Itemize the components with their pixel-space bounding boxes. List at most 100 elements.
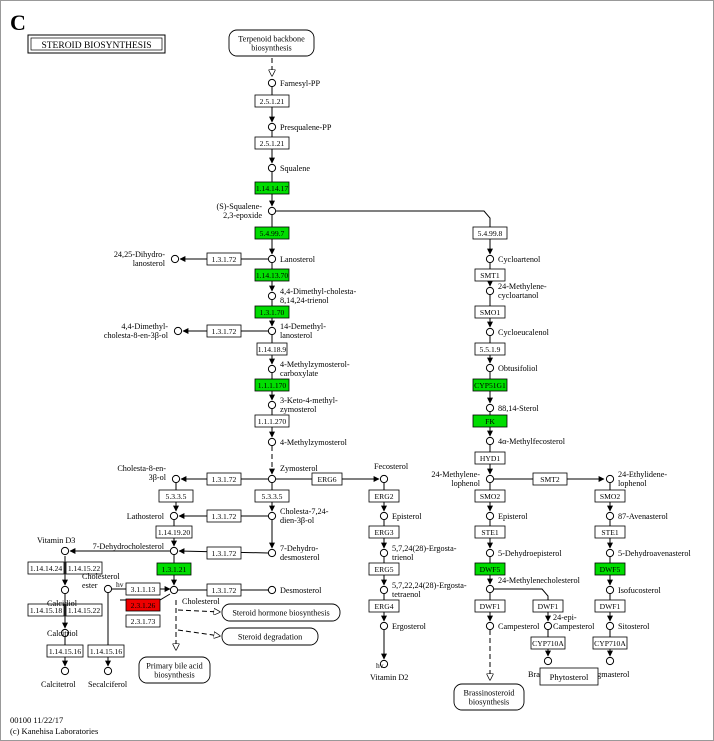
compound-c28-node[interactable]: [605, 511, 615, 521]
enzyme-e25[interactable]: SMO2: [474, 489, 506, 503]
compound-c25-node[interactable]: [267, 511, 277, 521]
enzyme-e28[interactable]: 1.14.19.20: [155, 525, 193, 539]
compound-c12-node[interactable]: [485, 327, 495, 337]
enzyme-box[interactable]: [532, 599, 564, 613]
compound-c17-node[interactable]: [267, 437, 277, 447]
enzyme-e48[interactable]: 2.3.1.73: [125, 614, 161, 628]
enzyme-box[interactable]: [474, 342, 506, 356]
enzyme-e49[interactable]: CYP710A: [530, 636, 566, 650]
enzyme-e40[interactable]: 1.3.1.72: [206, 583, 242, 597]
enzyme-box[interactable]: [594, 525, 626, 539]
compound-c40-node[interactable]: [379, 585, 389, 595]
enzyme-e18[interactable]: HYD1: [474, 451, 506, 465]
enzyme-e46[interactable]: DWF1: [532, 599, 564, 613]
enzyme-box[interactable]: [474, 268, 506, 282]
enzyme-box[interactable]: [254, 489, 290, 503]
enzyme-box[interactable]: [254, 378, 290, 392]
enzyme-box[interactable]: [254, 414, 290, 428]
enzyme-box[interactable]: [27, 603, 65, 617]
enzyme-box[interactable]: [368, 489, 400, 503]
enzyme-box[interactable]: [532, 472, 568, 486]
enzyme-e42[interactable]: 1.14.15.22: [65, 603, 103, 617]
enzyme-e32[interactable]: 1.14.14.24: [27, 561, 65, 575]
compound-c39-node[interactable]: [605, 585, 615, 595]
enzyme-e33[interactable]: 1.14.15.22: [65, 561, 103, 575]
enzyme-e51[interactable]: 1.14.15.16: [46, 644, 84, 658]
enzyme-e35[interactable]: 1.3.1.21: [156, 562, 192, 576]
enzyme-e37[interactable]: DWF5: [474, 562, 506, 576]
compound-c30-node[interactable]: [169, 546, 179, 556]
compound-c38-node[interactable]: [267, 585, 277, 595]
enzyme-box[interactable]: [156, 562, 192, 576]
compound-c26-node[interactable]: [379, 511, 389, 521]
enzyme-e30[interactable]: STE1: [474, 525, 506, 539]
enzyme-e47[interactable]: DWF1: [594, 599, 626, 613]
enzyme-box[interactable]: [65, 561, 103, 575]
compound-c37-node[interactable]: [60, 585, 70, 595]
enzyme-box[interactable]: [472, 378, 508, 392]
enzyme-e14[interactable]: 1.1.1.170: [254, 378, 290, 392]
compound-c3-node[interactable]: [267, 163, 277, 173]
compound-c32-node[interactable]: [379, 548, 389, 558]
compound-c18-node[interactable]: [485, 436, 495, 446]
enzyme-box[interactable]: [368, 562, 400, 576]
enzyme-box[interactable]: [206, 324, 242, 338]
enzyme-e38[interactable]: DWF5: [594, 562, 626, 576]
enzyme-e16[interactable]: 1.1.1.270: [254, 414, 290, 428]
enzyme-e20[interactable]: ERG6: [311, 472, 343, 486]
pathway-map-m2[interactable]: Steroid hormone biosynthesis: [221, 603, 341, 622]
enzyme-box[interactable]: [254, 268, 290, 282]
pathway-map-box[interactable]: [138, 656, 211, 684]
compound-c20-node[interactable]: [267, 474, 277, 484]
enzyme-e31[interactable]: STE1: [594, 525, 626, 539]
compound-c31-node[interactable]: [267, 548, 277, 558]
enzyme-e41[interactable]: 1.14.15.18: [27, 603, 65, 617]
compound-c48-node[interactable]: [605, 656, 615, 666]
enzyme-box[interactable]: [155, 525, 193, 539]
enzyme-e29[interactable]: ERG3: [368, 525, 400, 539]
enzyme-box[interactable]: [125, 614, 161, 628]
enzyme-box[interactable]: [87, 644, 125, 658]
enzyme-box[interactable]: [206, 546, 242, 560]
compound-c24-node[interactable]: [169, 511, 179, 521]
pathway-map-box[interactable]: [221, 603, 341, 622]
enzyme-box[interactable]: [254, 94, 290, 108]
compound-c35-node[interactable]: [485, 584, 495, 594]
compound-c16-node[interactable]: [485, 403, 495, 413]
pathway-map-box[interactable]: [221, 627, 319, 646]
compound-c11-node[interactable]: [267, 326, 277, 336]
enzyme-box[interactable]: [594, 599, 626, 613]
compound-c13-node[interactable]: [267, 364, 277, 374]
compound-c7-node[interactable]: [485, 254, 495, 264]
enzyme-box[interactable]: [594, 489, 626, 503]
enzyme-e39[interactable]: 3.1.1.13: [125, 582, 161, 596]
enzyme-box[interactable]: [311, 472, 343, 486]
enzyme-e3[interactable]: 1.14.14.17: [254, 181, 290, 195]
enzyme-box[interactable]: [254, 136, 290, 150]
compound-c9-node[interactable]: [485, 286, 495, 296]
enzyme-e5[interactable]: 5.4.99.8: [472, 226, 508, 240]
compound-c45-node[interactable]: [605, 621, 615, 631]
enzyme-box[interactable]: [206, 472, 242, 486]
compound-c47-node[interactable]: [543, 656, 553, 666]
compound-c36-node[interactable]: [103, 584, 113, 594]
enzyme-e24[interactable]: ERG2: [368, 489, 400, 503]
enzyme-box[interactable]: [592, 636, 628, 650]
enzyme-box[interactable]: [472, 414, 508, 428]
enzyme-box[interactable]: [158, 489, 194, 503]
compound-c42-node[interactable]: [543, 621, 553, 631]
enzyme-e19[interactable]: 1.3.1.72: [206, 472, 242, 486]
compound-c49-node[interactable]: [60, 666, 70, 676]
enzyme-box[interactable]: [368, 525, 400, 539]
enzyme-box[interactable]: [254, 181, 290, 195]
enzyme-box[interactable]: [474, 489, 506, 503]
enzyme-e2[interactable]: 2.5.1.21: [254, 136, 290, 150]
enzyme-box[interactable]: [472, 226, 508, 240]
pathway-map-m3[interactable]: Steroid degradation: [221, 627, 319, 646]
compound-c29-node[interactable]: [60, 546, 70, 556]
compound-c22-node[interactable]: [485, 474, 495, 484]
enzyme-e15[interactable]: CYP51G1: [472, 378, 508, 392]
compound-c4-node[interactable]: [267, 206, 277, 216]
